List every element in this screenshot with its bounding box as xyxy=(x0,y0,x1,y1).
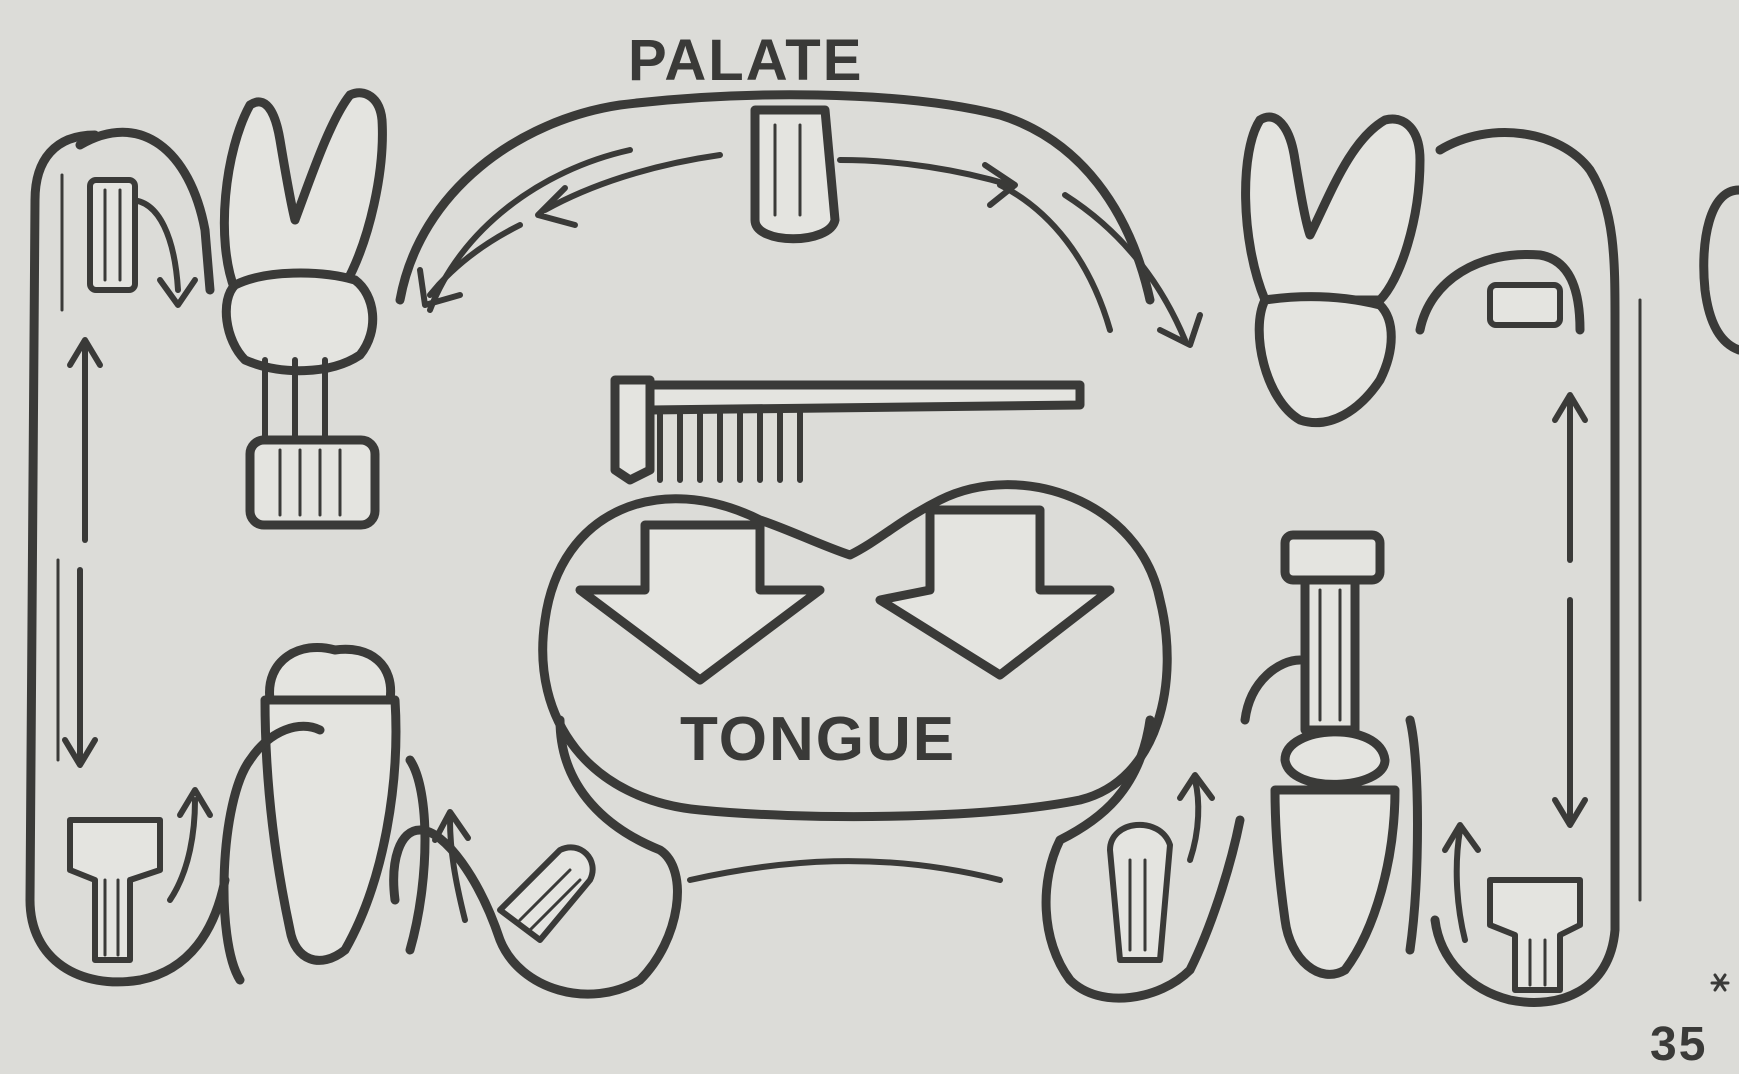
palate-label: PALATE xyxy=(628,28,863,93)
page-number: 35 xyxy=(1650,1018,1707,1071)
palate-brush-head-icon xyxy=(755,110,835,239)
toothbrush-icon xyxy=(615,380,1080,480)
lower-left-incisor-icon xyxy=(224,647,425,980)
lower-left-center-molar-icon xyxy=(435,812,593,940)
left-vertical-arrow-icon xyxy=(65,340,100,765)
tongue-right-arrow-icon xyxy=(880,510,1110,675)
right-edge-partial-shape xyxy=(1704,190,1739,350)
right-vertical-arrow-icon xyxy=(1555,395,1585,825)
lower-right-molar-icon xyxy=(1245,535,1418,974)
lower-left-molar-icon xyxy=(70,790,210,960)
upper-left-curve-arrow-icon xyxy=(130,200,195,305)
palate-right-arrow-icon xyxy=(840,160,1200,345)
tongue-label: TONGUE xyxy=(680,705,956,774)
right-outer-loop xyxy=(1435,133,1615,1003)
lower-right-corner-molar-icon xyxy=(1445,825,1580,990)
upper-right-molar-icon xyxy=(1246,117,1420,423)
upper-left-molar-icon xyxy=(224,93,382,525)
page-number-star-icon xyxy=(1712,975,1728,990)
tongue-left-arrow-icon xyxy=(580,525,820,680)
lower-right-small-molar-icon xyxy=(1110,775,1212,960)
